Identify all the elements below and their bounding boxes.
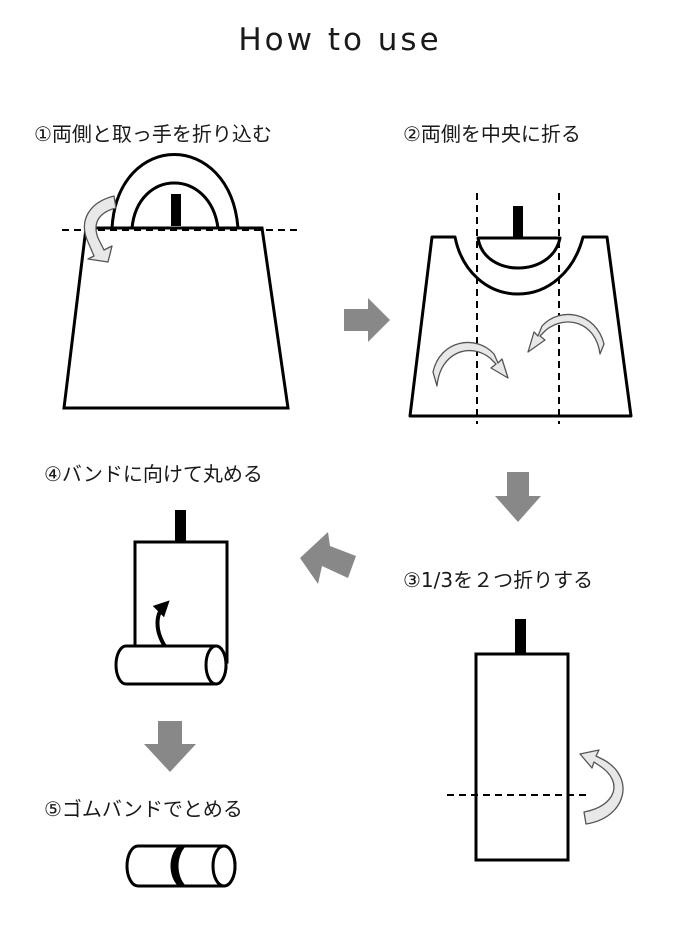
fold-right-arrow-icon — [432, 341, 509, 387]
step-5-illustration — [125, 844, 237, 888]
step-1-illustration — [62, 153, 298, 410]
folded-strip — [474, 652, 570, 862]
step-4-illustration — [114, 510, 229, 686]
step-2-label: ②両側を中央に折る — [403, 122, 581, 146]
elastic-band — [170, 846, 186, 886]
next-arrow-icon — [344, 298, 390, 342]
elastic-band — [171, 194, 181, 226]
elastic-band — [513, 206, 523, 238]
strip-panel — [133, 540, 229, 664]
roll-end — [211, 844, 237, 888]
roll-end — [204, 644, 228, 686]
next-arrow-icon — [495, 472, 541, 522]
fold-curl-arrow-icon — [83, 195, 117, 263]
elastic-band — [175, 510, 186, 543]
step-5-label: ⑤ゴムバンドでとめる — [44, 797, 243, 821]
next-arrow-icon — [300, 532, 356, 584]
page-title: How to use — [238, 22, 442, 58]
fold-left-arrow-icon — [527, 313, 605, 355]
folded-bag-body — [408, 235, 633, 418]
folded-handle — [476, 236, 562, 270]
roll-up-arrow-icon — [152, 600, 170, 650]
step-3-label: ③1/3を２つ折りする — [403, 568, 594, 592]
step-2-illustration — [408, 193, 633, 424]
step-1-label: ①両側と取っ手を折り込む — [34, 122, 272, 146]
step-4-label: ④バンドに向けて丸める — [44, 462, 263, 486]
bag-body — [62, 226, 290, 410]
fold-up-arrow-icon — [579, 749, 624, 825]
bag-handle — [110, 153, 240, 230]
elastic-band — [515, 619, 526, 655]
step-3-illustration — [447, 619, 624, 862]
next-arrow-icon — [144, 721, 196, 772]
